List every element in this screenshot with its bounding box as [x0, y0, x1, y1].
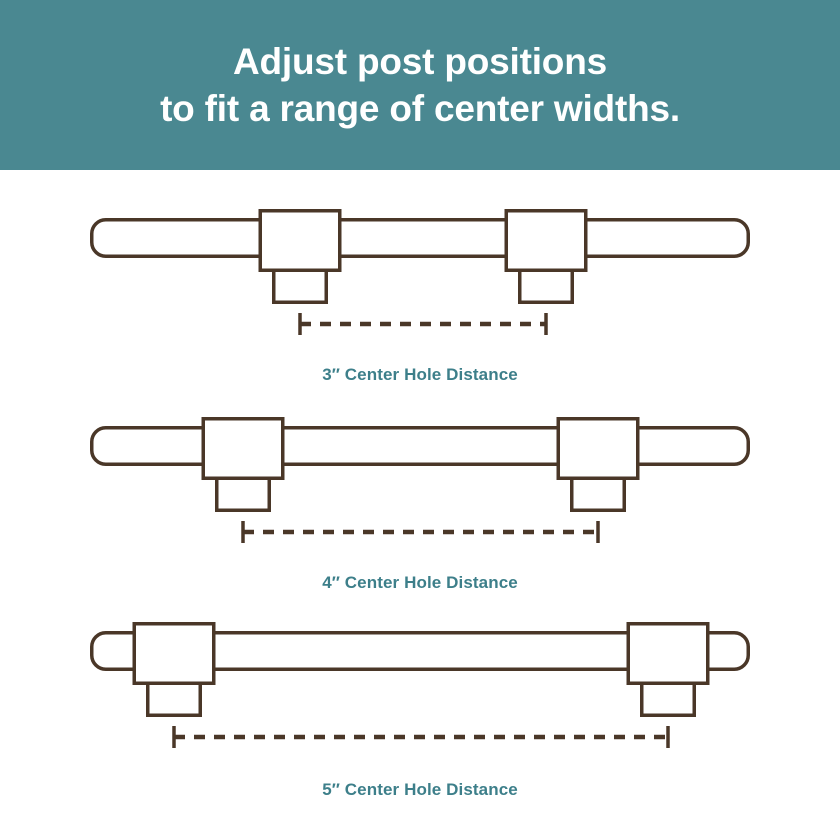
post-foot [272, 268, 328, 304]
post-assembly-left [201, 417, 285, 512]
dimension-line [241, 521, 600, 543]
post-assembly-right [556, 417, 640, 512]
diagram-handle-3in [0, 200, 840, 400]
post-assembly-right [626, 622, 710, 717]
post-block [504, 209, 588, 272]
post-assembly-left [132, 622, 216, 717]
handle-drawing [90, 622, 750, 748]
header-title-line-2: to fit a range of center widths. [160, 88, 680, 129]
dimension-line [172, 726, 670, 748]
post-block [626, 622, 710, 685]
handle-bar [90, 218, 750, 258]
dimension-label-3in: 3″ Center Hole Distance [322, 365, 518, 384]
post-block [201, 417, 285, 480]
post-foot [146, 681, 202, 717]
post-block [556, 417, 640, 480]
header-title-line-1: Adjust post positions [232, 40, 607, 82]
post-assembly-right [504, 209, 588, 304]
handle-bar [90, 426, 750, 466]
handle-drawing [90, 209, 750, 335]
post-foot [518, 268, 574, 304]
header-banner: Adjust post positions to fit a range of … [0, 0, 840, 170]
post-foot [215, 476, 271, 512]
post-assembly-left [258, 209, 342, 304]
dimension-label-4in: 4″ Center Hole Distance [322, 573, 518, 592]
diagram-handle-4in [0, 408, 840, 608]
post-block [132, 622, 216, 685]
post-foot [640, 681, 696, 717]
handle-drawing [90, 417, 750, 543]
post-block [258, 209, 342, 272]
dimension-label-5in: 5″ Center Hole Distance [322, 780, 518, 799]
diagram-handle-5in [0, 613, 840, 813]
post-foot [570, 476, 626, 512]
dimension-line [298, 313, 548, 335]
handle-bar [90, 631, 750, 671]
